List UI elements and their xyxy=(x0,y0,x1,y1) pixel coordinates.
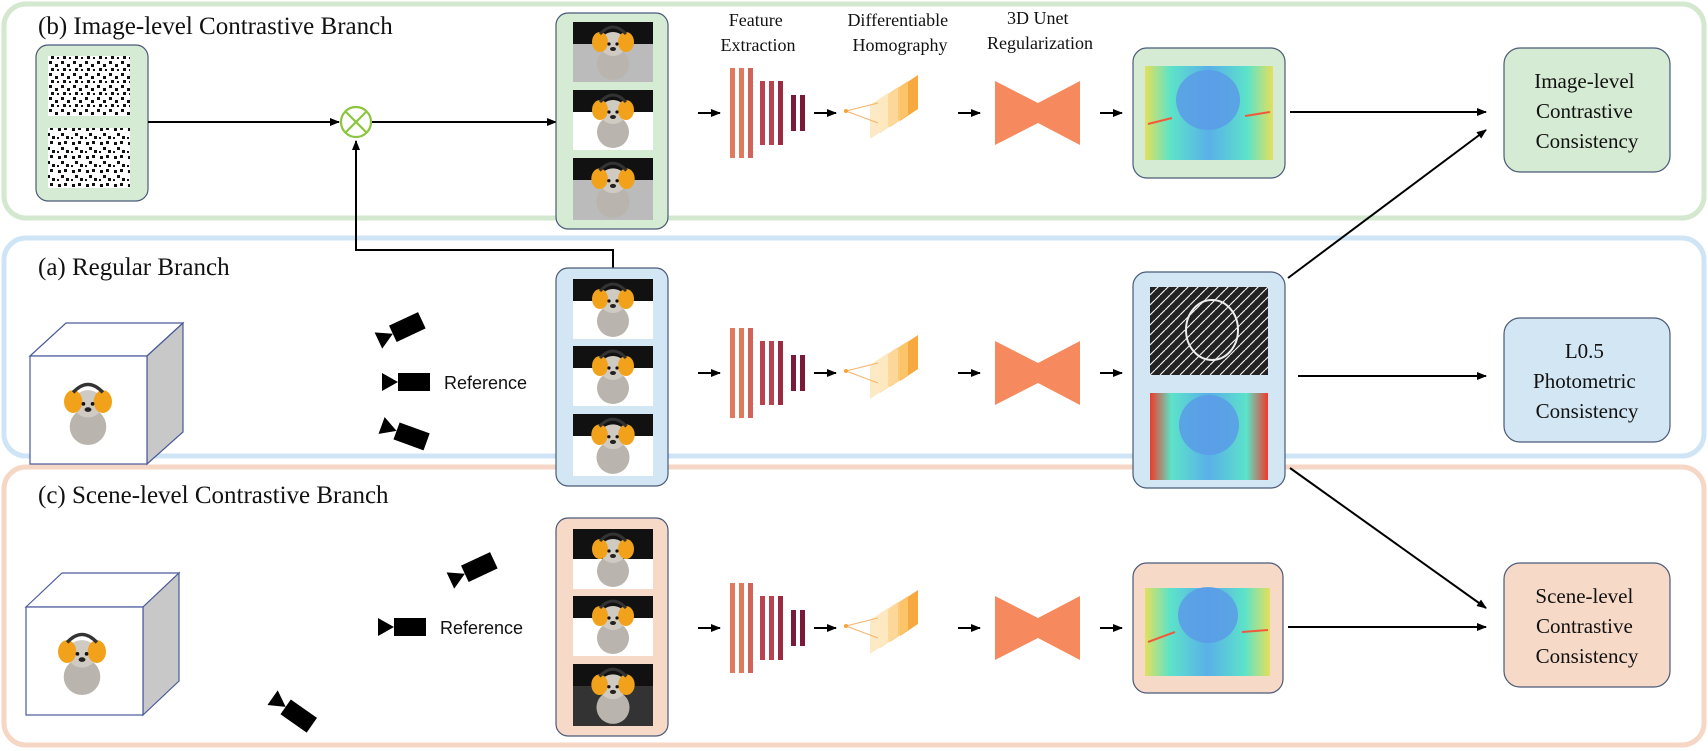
scene-level-feature-bar xyxy=(739,583,744,673)
image-level-branch-title: (b) Image-level Contrastive Branch xyxy=(38,13,393,40)
regular-feature-bar xyxy=(760,341,765,405)
svg-text:Image-level Contrastive: Image-level Contrastive Consistency xyxy=(1534,69,1640,153)
regular-views-to-multiply-arrow xyxy=(352,140,614,268)
image-level-consistency-box: Image-level Contrastive Consistency xyxy=(1503,47,1671,173)
regular-branch-panel xyxy=(1,235,1707,459)
regularization-label: 3D Unet Regularization xyxy=(987,8,1093,53)
random-mask-stack xyxy=(35,44,149,202)
regular-depth-output xyxy=(1132,271,1286,489)
scene-view-stack xyxy=(555,517,669,737)
image-level-homography-ray xyxy=(845,102,879,124)
image-level-unet-icon xyxy=(995,81,1080,145)
homography-label: Differentiable Homography xyxy=(847,10,952,55)
image-level-feature-bar xyxy=(739,68,744,158)
scene-level-feature-bar xyxy=(730,583,735,673)
arrow-icon xyxy=(1287,129,1487,279)
scene-level-homography-plane xyxy=(870,608,888,654)
scene-reference-label: Reference xyxy=(440,618,523,638)
scene-level-feature-bar xyxy=(778,596,783,660)
scene-level-feature-bar xyxy=(791,610,796,646)
feature-extraction-label: Feature Extraction xyxy=(721,10,796,55)
image-level-feature-bar xyxy=(800,95,805,131)
regular-unet-icon xyxy=(995,341,1080,405)
scene-level-consistency-box: Scene-level Contrastive Consistency xyxy=(1503,562,1671,688)
image-level-feature-bar xyxy=(769,81,774,145)
scene-level-cube-icon xyxy=(24,571,181,717)
regular-feature-bar xyxy=(791,355,796,391)
regular-branch-title: (a) Regular Branch xyxy=(38,254,230,281)
svg-text:L0.5 Photometric C: L0.5 Photometric Consistency xyxy=(1533,339,1641,423)
svg-text:Scene-level Contrastive: Scene-level Contrastive Consistency xyxy=(1535,584,1638,668)
image-level-homography-origin xyxy=(844,109,848,113)
regular-feature-bar xyxy=(778,341,783,405)
regular-feature-bar xyxy=(739,328,744,418)
regular-homography-origin xyxy=(844,369,848,373)
scene-level-homography-ray xyxy=(845,617,879,639)
masked-view-stack xyxy=(555,12,669,230)
scene-level-homography-origin xyxy=(844,624,848,628)
image-level-homography-plane xyxy=(870,93,888,139)
scene-level-feature-bar xyxy=(760,596,765,660)
image-level-feature-bar xyxy=(748,68,753,158)
image-level-feature-bar xyxy=(730,68,735,158)
scene-level-feature-bar xyxy=(800,610,805,646)
photometric-consistency-box: L0.5 Photometric Consistency xyxy=(1503,317,1671,443)
regular-feature-bar xyxy=(748,328,753,418)
regular-feature-bar xyxy=(800,355,805,391)
scene-level-unet-icon xyxy=(995,596,1080,660)
regular-feature-bar xyxy=(730,328,735,418)
image-level-depth-output xyxy=(1132,47,1286,179)
image-level-feature-bar xyxy=(760,81,765,145)
scene-level-depth-output xyxy=(1132,562,1284,694)
regular-homography-ray xyxy=(845,362,879,384)
image-level-feature-bar xyxy=(791,95,796,131)
regular-view-stack xyxy=(555,267,669,487)
scene-level-branch-title: (c) Scene-level Contrastive Branch xyxy=(38,482,389,509)
scene-level-feature-bar xyxy=(748,583,753,673)
mask-multiply-icon xyxy=(339,105,373,139)
scene-level-feature-bar xyxy=(769,596,774,660)
regular-reference-label: Reference xyxy=(444,373,527,393)
regular-feature-bar xyxy=(769,341,774,405)
random-mask-1 xyxy=(48,56,130,116)
regular-homography-plane xyxy=(870,353,888,399)
arrow-icon xyxy=(1289,467,1487,609)
random-mask-2 xyxy=(48,128,130,188)
regular-scene-cube-icon xyxy=(28,321,185,466)
image-level-feature-bar xyxy=(778,81,783,145)
